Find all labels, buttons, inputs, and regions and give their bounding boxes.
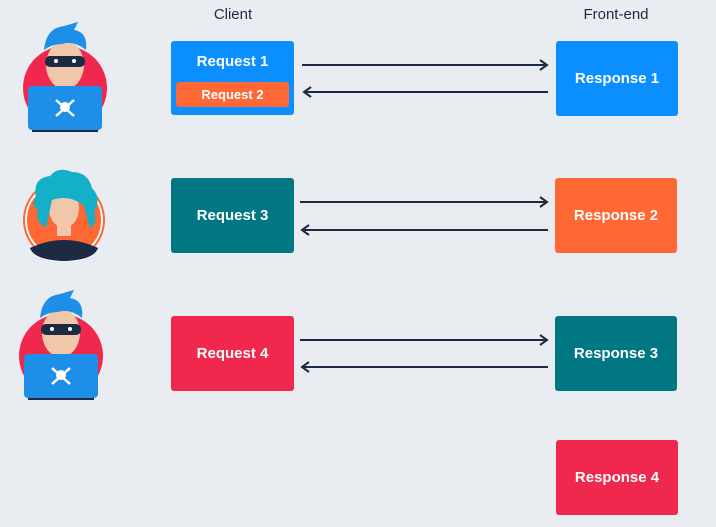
row-2-arrows	[300, 196, 549, 236]
request-2-smuggled-box: Request 2	[176, 82, 289, 107]
frontend-column-title: Front-end	[583, 6, 649, 23]
response-2-box: Response 2	[555, 178, 677, 253]
row-3-arrows	[300, 334, 549, 373]
response-1-box: Response 1	[556, 41, 678, 116]
hacker-avatar	[23, 22, 107, 132]
request-1-label: Request 1	[196, 53, 269, 70]
response-3-box: Response 3	[555, 316, 677, 391]
client-column-title: Client	[213, 6, 253, 23]
victim-avatar	[23, 169, 105, 261]
response-4-box: Response 4	[556, 440, 678, 515]
hacker-avatar	[19, 290, 103, 400]
request-1-box: Request 1 Request 2	[171, 41, 294, 115]
row-1-arrows	[302, 59, 549, 98]
request-3-box: Request 3	[171, 178, 294, 253]
request-4-box: Request 4	[171, 316, 294, 391]
